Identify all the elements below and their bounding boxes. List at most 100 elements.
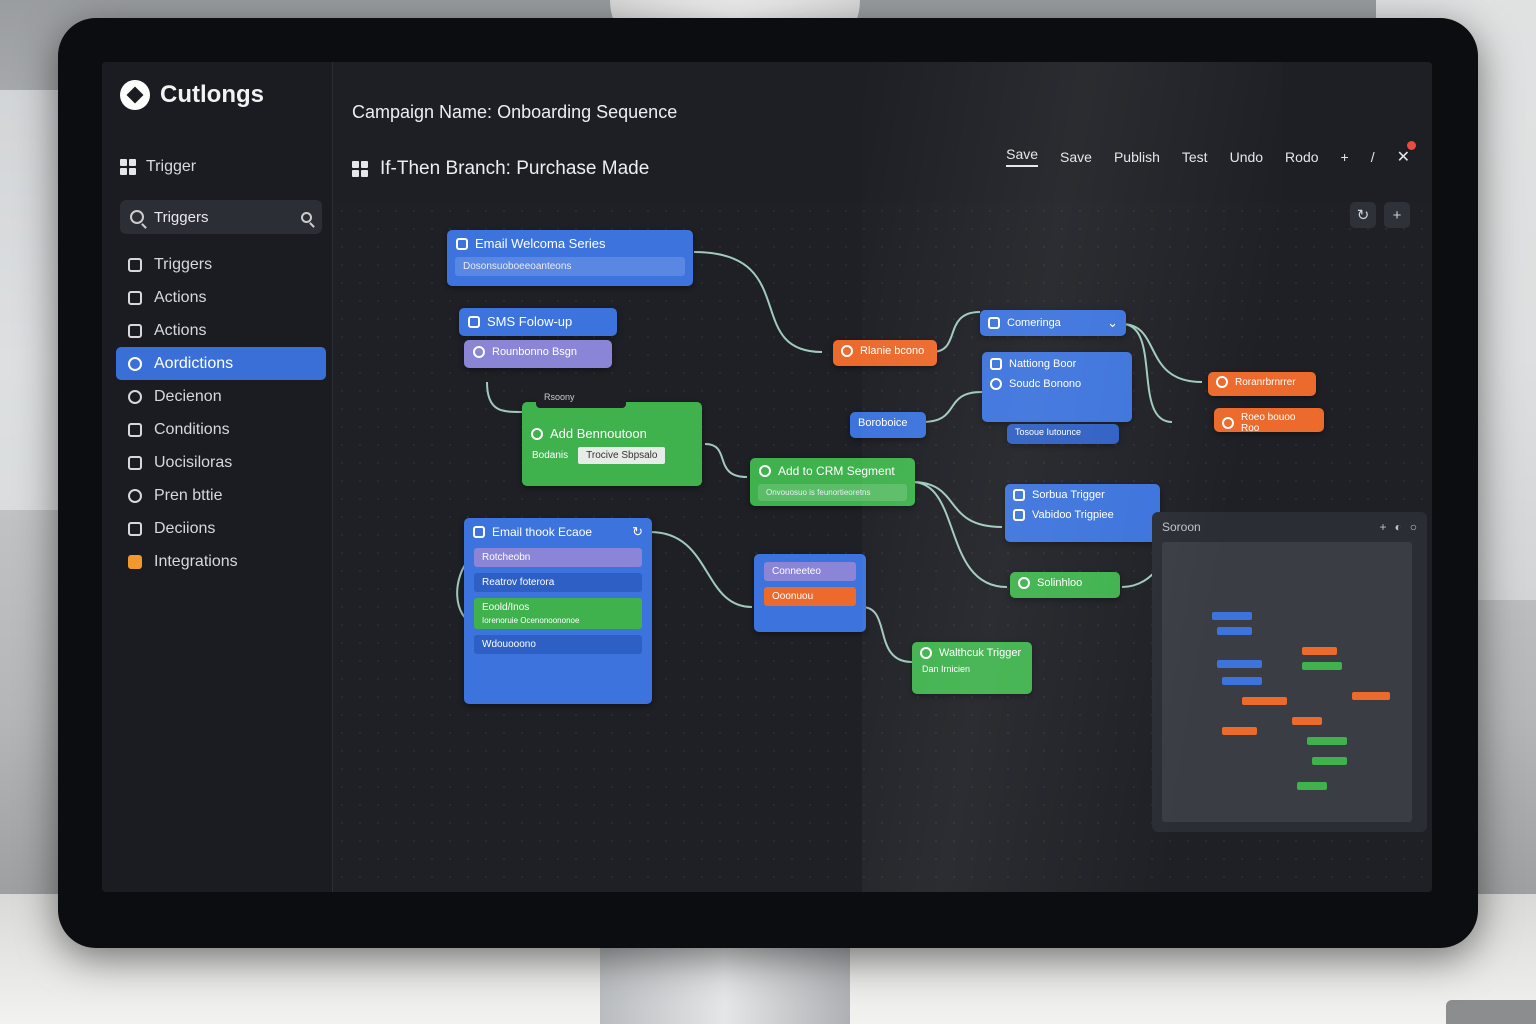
sidebar-item-pren-bttie[interactable]: Pren bttie [116,479,326,512]
node-email-welcome[interactable]: Email Welcoma Series Dosonsuoboeeoanteon… [447,230,693,286]
minimap-header: Soroon + ◐ ○ [1152,512,1427,542]
fit-button[interactable]: ○ [1409,520,1417,534]
node-row[interactable]: Rotcheobn [474,548,642,567]
node-webhook-trigger[interactable]: Walthcuk Trigger Dan Irnicien [912,642,1032,694]
grid-icon [120,159,136,175]
publish-button[interactable]: Publish [1113,148,1160,165]
node-conneeteo[interactable]: Conneeteo Ooonuou [754,554,866,632]
sidebar-item-uocisiloras[interactable]: Uocisiloras [116,446,326,479]
node-solinhloo[interactable]: Solinhloo [1010,572,1120,598]
chevron-down-icon[interactable]: ⌄ [1107,315,1118,330]
check-icon [1018,577,1030,589]
node-title: Add to CRM Segment [778,464,895,478]
sidebar-item-label: Decienon [154,387,222,405]
sidebar-item-decienon[interactable]: Decienon [116,380,326,413]
sidebar-item-aordictions[interactable]: Aordictions [116,347,326,380]
contrast-button[interactable]: ◐ [1394,520,1402,534]
campaign-name: Campaign Name: Onboarding Sequence [352,102,678,122]
sidebar-item-actions-2[interactable]: Actions [116,314,326,347]
node-title: Roeo bouoo Roo [1241,412,1296,434]
node-nattiong-boor[interactable]: Nattiong Boor Soudc Bonono [982,352,1132,422]
check-icon [531,427,543,440]
node-title: Rounbonno Bsgn [492,346,578,358]
close-button[interactable]: ✕ [1397,140,1416,167]
notification-badge [1407,140,1416,150]
node-row[interactable]: Reatrov foterora [474,573,642,592]
app-logo[interactable]: Cutlongs [120,80,264,110]
search-input[interactable] [152,207,286,227]
check-icon [759,465,771,477]
cloud-icon [128,356,142,371]
sidebar-item-label: Actions [154,288,207,306]
refresh-button[interactable]: ↻ [1350,202,1376,228]
sidebar-search [120,200,322,234]
node-title: Roranrbrnrrer [1235,376,1296,388]
document-icon [1013,489,1025,501]
node-subtitle: Onvouosuo is feunortieoretns [758,484,907,501]
sidebar-item-label: Uocisiloras [154,453,233,471]
node-title: Walthcuk Trigger [939,647,1022,659]
node-add-behavior[interactable]: Rsoony Add Bennoutoon Bodanis Trocive Sb… [522,390,702,486]
sidebar-item-triggers[interactable]: Triggers [116,248,326,281]
node-boroboice[interactable]: Boroboice [850,412,926,438]
hand-icon [128,554,142,569]
undo-button[interactable]: Undo [1229,148,1264,165]
divider-slash: / [1370,148,1375,165]
node-chip[interactable]: Trocive Sbpsalo [578,447,666,464]
triggers-icon [128,257,142,272]
canvas-add-button[interactable]: + [1384,202,1410,228]
minimap-node [1217,660,1262,668]
sms-icon [468,315,480,328]
minimap-node [1312,757,1347,765]
drag-handle-icon [352,161,368,177]
node-tosoue[interactable]: Tosoue Iutounce [1007,424,1119,444]
node-crm-segment[interactable]: Add to CRM Segment Onvouosuo is feunorti… [750,458,915,506]
node-sms-sub[interactable]: Rounbonno Bsgn [464,340,612,368]
node-subtitle: Soudc Bonono [1009,378,1082,390]
node-subtitle: Dosonsuoboeeoanteons [455,257,685,276]
redo-button[interactable]: Rodo [1285,148,1319,165]
search-submit-icon[interactable] [301,211,312,223]
minimap[interactable]: Soroon + ◐ ○ [1152,512,1427,832]
sidebar-item-deciions[interactable]: Deciions [116,512,326,545]
node-row-green[interactable]: Eoold/Inos Iorenoruie Ocenonoononoe [474,598,642,629]
save-button-active[interactable]: Save [1006,146,1039,167]
node-title: Conneeteo [764,562,856,581]
zoom-in-button[interactable]: + [1379,520,1387,534]
node-rlanie-bcono[interactable]: Rlanie bcono [833,340,937,366]
minimap-viewport[interactable] [1162,542,1412,822]
save-button[interactable]: Save [1060,148,1092,165]
minimap-node [1302,662,1342,670]
add-button[interactable]: + [1340,148,1349,165]
node-sms-followup[interactable]: SMS Folow-up [459,308,617,336]
sidebar-item-label: Aordictions [154,354,234,372]
node-comeringa[interactable]: Comeringa⌄ [980,310,1126,336]
node-orange-right-2[interactable]: Roeo bouoo Roo [1214,408,1324,434]
node-row[interactable]: Wdouooono [474,635,642,654]
branch-icon [128,422,142,437]
branch-title: If-Then Branch: Purchase Made [352,158,649,180]
refresh-icon[interactable]: ↻ [632,524,643,539]
sidebar-item-label: Conditions [154,420,230,438]
laptop-edge [1446,1000,1536,1024]
minimap-node [1307,737,1347,745]
trigger-header[interactable]: Trigger [120,158,196,176]
app-name: Cutlongs [160,81,264,108]
minimap-title: Soroon [1162,520,1201,534]
minimap-node [1352,692,1390,700]
node-orange-right-1[interactable]: Roranrbrnrrer [1208,372,1316,396]
canvas-tools: ↻ + [1350,202,1410,228]
sidebar-item-integrations[interactable]: Integrations [116,545,326,578]
test-button[interactable]: Test [1181,148,1208,165]
sidebar-item-actions[interactable]: Actions [116,281,326,314]
minimap-node [1217,627,1252,635]
node-sorbua-trigger[interactable]: Sorbua Trigger Vabidoo Trigpiee [1005,484,1160,542]
sidebar-item-conditions[interactable]: Conditions [116,413,326,446]
sidebar-item-label: Deciions [154,519,216,537]
email-icon [473,526,485,538]
node-title: Rlanie bcono [860,345,925,357]
email-icon [988,317,1000,329]
check-icon [990,378,1002,390]
node-row-subtitle: Iorenoruie Ocenonoononoe [482,616,580,625]
node-email-thook[interactable]: Email thook Ecaoe↻ Rotcheobn Reatrov fot… [464,518,652,704]
